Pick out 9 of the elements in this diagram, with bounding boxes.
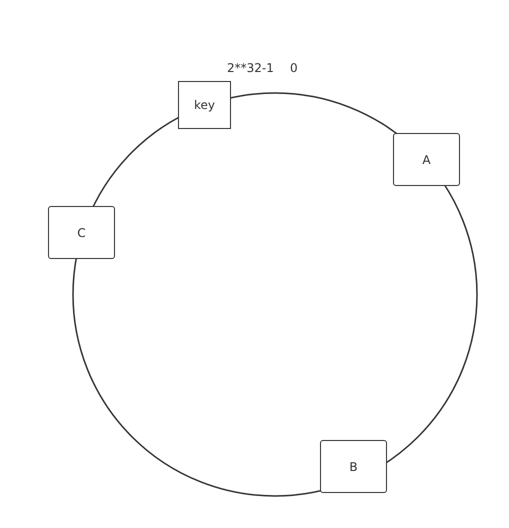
node-label: C (77, 226, 86, 240)
node-box (393, 133, 460, 186)
node-label: key (194, 98, 215, 112)
ring-position-label: 0 (290, 61, 298, 75)
ring-position-label: 2**32-1 (227, 61, 274, 75)
node-label: A (422, 152, 431, 166)
node-box (178, 81, 231, 129)
node-label: B (349, 460, 358, 474)
node-box (48, 206, 115, 259)
